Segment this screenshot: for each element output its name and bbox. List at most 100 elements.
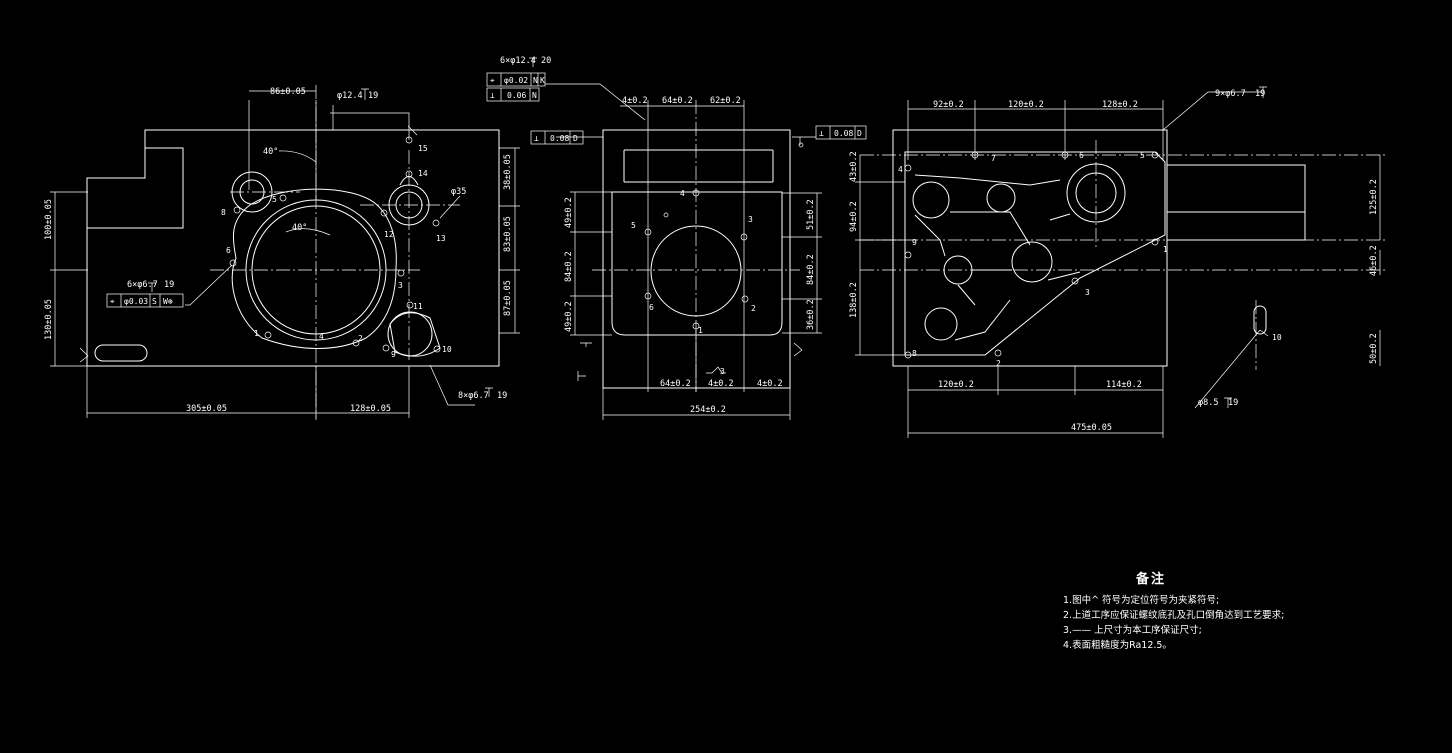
mv-gt2-tol: 0.06 [507, 91, 526, 100]
lv-gt-tol: φ0.03 [124, 297, 148, 306]
rv-dim-r2: 46±0.2 [1369, 245, 1379, 276]
mv-perp-left-d: D [573, 134, 578, 143]
rv-label: 10 [1272, 333, 1282, 342]
rv-label: 4 [898, 165, 903, 174]
lv-left-v1: 100±0.05 [44, 199, 54, 240]
mv-perp-right-sym: ⊥ [819, 129, 824, 138]
rv-label: 3 [1085, 288, 1090, 297]
notes-title: 备注 [1136, 572, 1167, 587]
mv-label: 2 [751, 304, 756, 313]
lv-bottom1: 305±0.05 [186, 404, 227, 414]
rv-hole9-depth: 19 [1255, 89, 1265, 99]
mv-dim-l3: 49±0.2 [564, 301, 574, 332]
lv-label: 11 [413, 302, 423, 311]
middle-view [486, 57, 867, 420]
lv-label: 14 [418, 169, 428, 178]
notes-block: 备注 1.图中^ 符号为定位符号为夹紧符号; 2.上道工序应保证螺纹底孔及孔口倒… [1063, 572, 1284, 653]
lv-label: 2 [358, 334, 363, 343]
lv-label: 15 [418, 144, 428, 153]
lv-label: 5 [272, 195, 277, 204]
mv-dim-b1: 64±0.2 [660, 379, 691, 389]
mv-dim-r2: 84±0.2 [806, 254, 816, 285]
mv-perp-left-sym: ⊥ [534, 134, 539, 143]
rv-label: 9 [912, 238, 917, 247]
rv-dim-b2: 114±0.2 [1106, 380, 1142, 390]
lv-label: 10 [442, 345, 452, 354]
mv-label: 6 [649, 303, 654, 312]
lv-holes6: 6×φ6.7 [127, 280, 158, 290]
lv-dim-top: 86±0.05 [270, 87, 306, 97]
mv-gt1-tol: φ0.02 [504, 76, 528, 85]
lv-label: 4 [319, 332, 324, 341]
mv-dim-b2: 4±0.2 [708, 379, 734, 389]
lv-dim-hole: φ12.4 [337, 91, 363, 101]
rv-dim-l3: 138±0.2 [849, 282, 859, 318]
rv-label: 2 [996, 359, 1001, 368]
lv-angle1: 40° [263, 147, 278, 157]
rv-dim-t2: 120±0.2 [1008, 100, 1044, 110]
rv-dim-t3: 128±0.2 [1102, 100, 1138, 110]
mv-label: 3 [748, 215, 753, 224]
lv-holes6-depth: 19 [164, 280, 174, 290]
rv-dim-l1: 43±0.2 [849, 151, 859, 182]
mv-dim-t3: 62±0.2 [710, 96, 741, 106]
lv-bottom2: 128±0.05 [350, 404, 391, 414]
rv-dim-b3: 475±0.05 [1071, 423, 1112, 433]
rv-label: 5 [1140, 151, 1145, 160]
lv-label: 12 [384, 230, 394, 239]
mv-dim-l2: 84±0.2 [564, 251, 574, 282]
mv-gt1-d1: N [533, 76, 538, 85]
mv-depth: 20 [541, 56, 551, 66]
lv-right-v2: 83±0.05 [503, 216, 513, 252]
lv-gt-s: S [152, 297, 157, 306]
mv-perp-left-tol: 0.08 [550, 134, 569, 143]
rv-dia85-depth: 19 [1228, 398, 1238, 408]
lv-holes8-depth: 19 [497, 391, 507, 401]
note-line: 3.—— 上尺寸为本工序保证尺寸; [1063, 625, 1202, 636]
mv-dim-b3: 4±0.2 [757, 379, 783, 389]
lv-label: 3 [398, 281, 403, 290]
lv-gt-wm: W⊛ [163, 297, 173, 306]
right-view [855, 86, 1385, 438]
mv-count: 6×φ12.4 [500, 56, 536, 66]
lv-right-v3: 87±0.05 [503, 280, 513, 316]
note-line: 4.表面粗糙度为Ra12.5。 [1063, 640, 1172, 651]
lv-label: 8 [221, 208, 226, 217]
left-view [50, 85, 520, 420]
mv-label: 5 [631, 221, 636, 230]
mv-dim-l1: 49±0.2 [564, 197, 574, 228]
rv-dim-r1: 125±0.2 [1369, 179, 1379, 215]
lv-angle2: 40° [292, 223, 307, 233]
mv-dim-r1: 51±0.2 [806, 199, 816, 230]
mv-dim-t2: 64±0.2 [662, 96, 693, 106]
rv-hole9: 9×φ6.7 [1215, 89, 1246, 99]
rv-dim-b1: 120±0.2 [938, 380, 974, 390]
lv-label: 1 [254, 329, 259, 338]
note-line: 2.上道工序应保证螺纹底孔及孔口倒角达到工艺要求; [1063, 610, 1285, 621]
mv-label: 1 [698, 326, 703, 335]
rv-label: 7 [991, 154, 996, 163]
mv-perp-right-tol: 0.08 [834, 129, 853, 138]
rv-dia85: φ8.5 [1198, 398, 1218, 408]
mv-perp-right-d: D [857, 129, 862, 138]
mv-dim-r3: 36±0.2 [806, 299, 816, 330]
mv-gt1-d2: K [540, 76, 545, 85]
mv-label: 4 [680, 189, 685, 198]
rv-dim-t1: 92±0.2 [933, 100, 964, 110]
rv-dim-l2: 94±0.2 [849, 201, 859, 232]
lv-left-v2: 130±0.05 [44, 299, 54, 340]
mv-dim-sym3: 3 [720, 367, 725, 376]
note-line: 1.图中^ 符号为定位符号为夹紧符号; [1063, 595, 1220, 606]
rv-dim-r3: 50±0.2 [1369, 333, 1379, 364]
lv-holes8: 8×φ6.7 [458, 391, 489, 401]
rv-label: 6 [1079, 151, 1084, 160]
rv-label: 8 [912, 349, 917, 358]
mv-dim-b4: 254±0.2 [690, 405, 726, 415]
mv-gt2-d: N [532, 91, 537, 100]
lv-dim-depth: 19 [368, 91, 378, 101]
mv-gt1-sym: ⌖ [490, 76, 495, 85]
lv-label: 9 [391, 350, 396, 359]
mv-dim-t1: 4±0.2 [622, 96, 648, 106]
lv-gt-sym: ⌖ [110, 297, 115, 306]
